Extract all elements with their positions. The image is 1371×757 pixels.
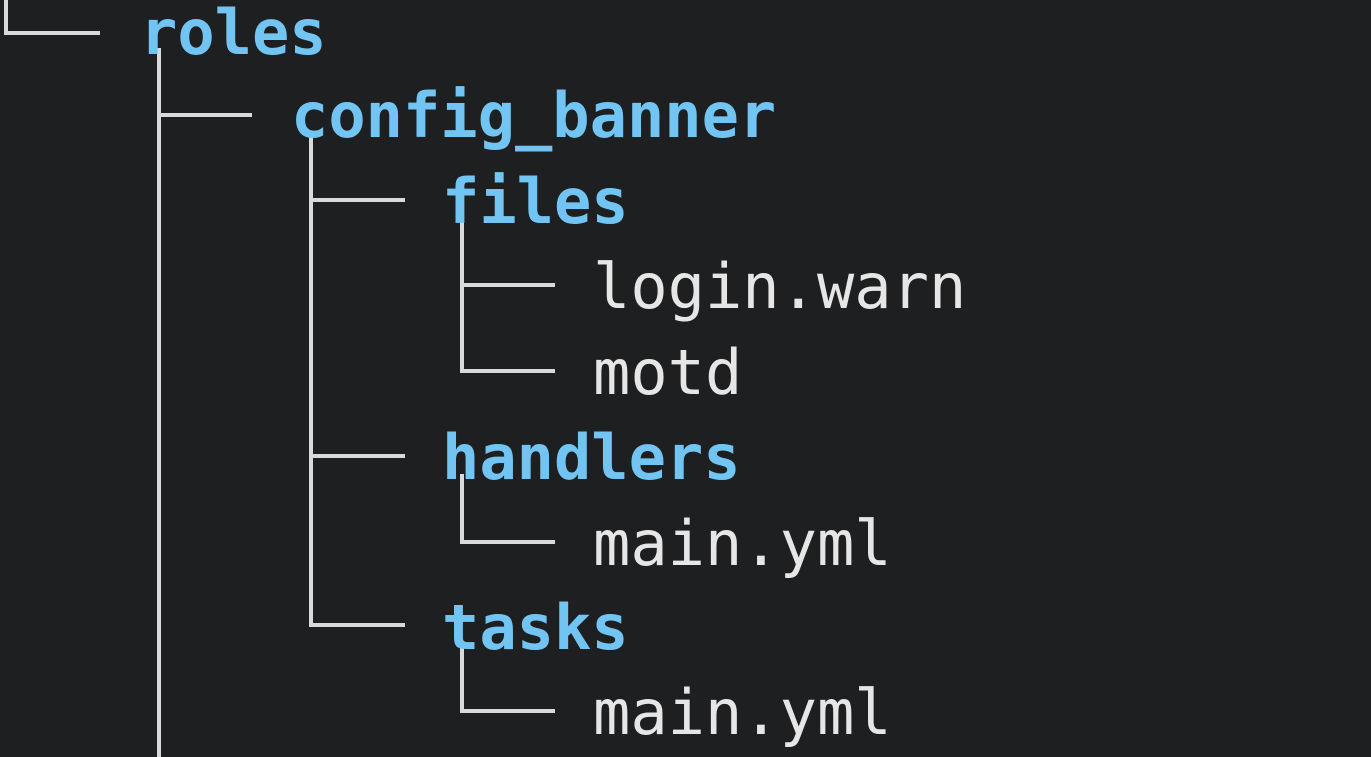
tree-node-config-banner[interactable]: config_banner: [291, 79, 777, 152]
tree-line-vertical-config-banner-children: [309, 132, 313, 627]
tree-line-horizontal-handlers: [309, 454, 405, 458]
tree-node-login-warn[interactable]: login.warn: [593, 250, 967, 323]
tree-line-vertical-roles-children: [157, 48, 161, 757]
tree-line-horizontal-motd: [460, 369, 555, 373]
tree-line-horizontal-roles: [4, 31, 100, 35]
tree-node-tasks-main-yml[interactable]: main.yml: [593, 676, 892, 749]
tree-line-vertical-handlers-children: [460, 474, 464, 544]
tree-line-horizontal-handlers-main: [460, 540, 555, 544]
tree-node-handlers-main-yml[interactable]: main.yml: [593, 507, 892, 580]
tree-line-vertical-tasks-children: [460, 643, 464, 713]
tree-line-horizontal-login-warn: [460, 283, 555, 287]
tree-line-horizontal-files: [309, 198, 405, 202]
tree-line-horizontal-config-banner: [157, 113, 252, 117]
tree-node-tasks[interactable]: tasks: [442, 591, 629, 664]
tree-line-horizontal-tasks-main: [460, 709, 555, 713]
tree-line-horizontal-tasks: [309, 623, 405, 627]
tree-node-handlers[interactable]: handlers: [442, 421, 741, 494]
tree-node-files[interactable]: files: [442, 165, 629, 238]
tree-node-roles[interactable]: roles: [140, 0, 327, 69]
tree-line-vertical-files-children: [460, 218, 464, 373]
tree-line-vertical-root: [4, 0, 8, 35]
tree-node-motd[interactable]: motd: [593, 336, 743, 409]
